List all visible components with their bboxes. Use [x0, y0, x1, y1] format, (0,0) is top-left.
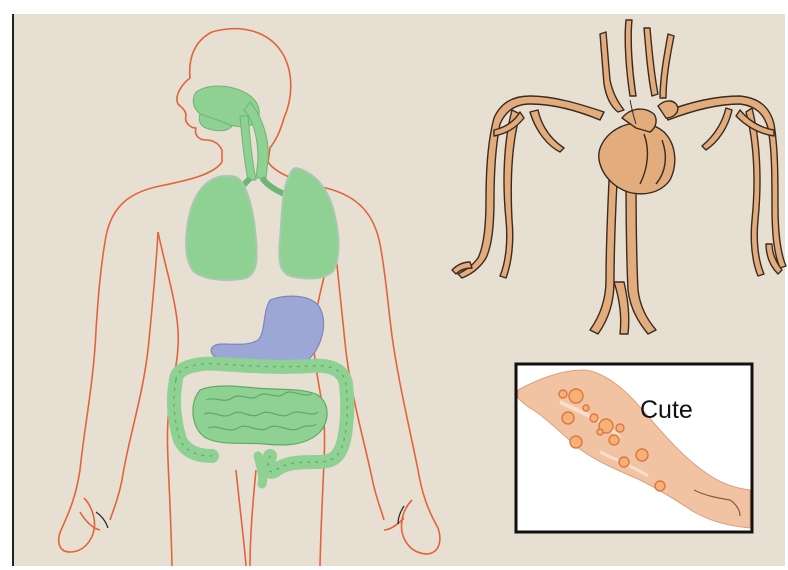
- inset-label: Cute: [640, 396, 693, 424]
- skin-lesion-inset: Cute: [516, 364, 752, 532]
